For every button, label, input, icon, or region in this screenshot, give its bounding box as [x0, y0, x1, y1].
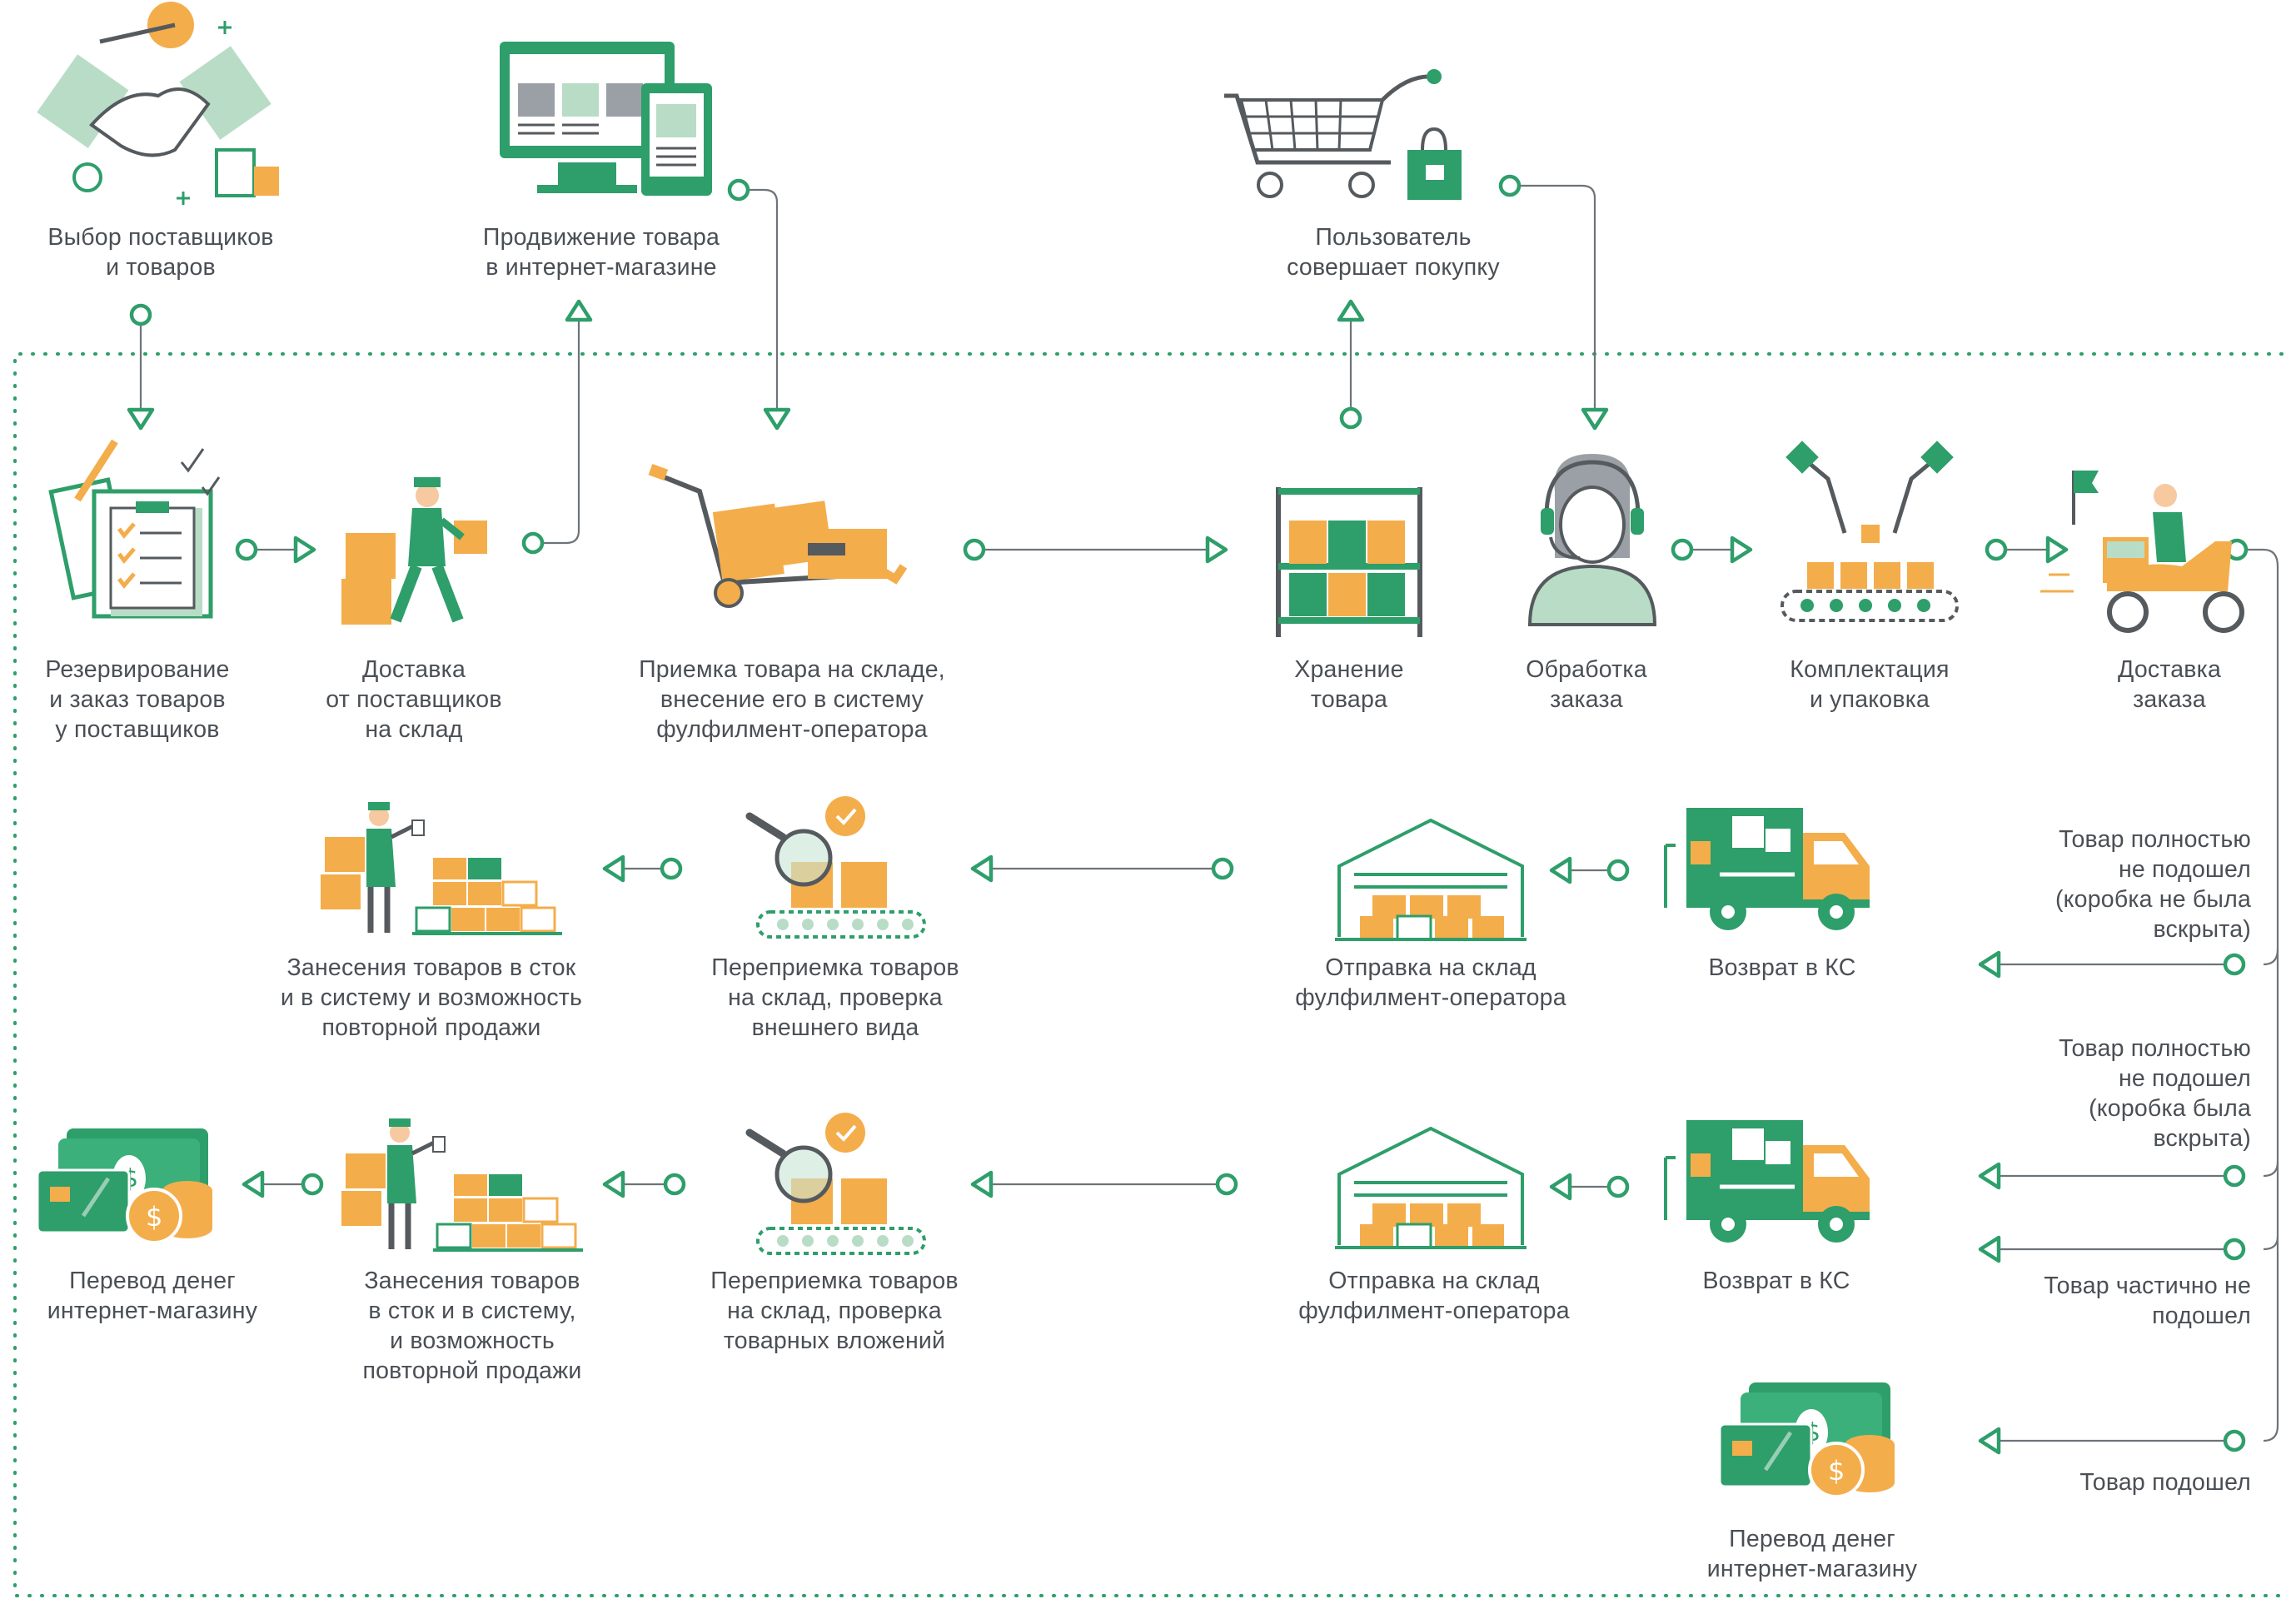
- monitor-tablet-icon: [500, 42, 712, 196]
- label-return-ks-1: Возврат в КС: [1708, 954, 1855, 981]
- return-truck-icon: [1666, 1120, 1870, 1243]
- checklist-icon: [48, 439, 221, 619]
- inspection-conveyor-icon: [750, 796, 924, 937]
- warehouse-icon: [1333, 819, 1528, 941]
- hand-truck-icon: [648, 464, 908, 608]
- worker-stock-icon: [321, 802, 562, 934]
- handshake-icon: [37, 2, 279, 205]
- scooter-icon: [2040, 471, 2244, 633]
- money-icon: [1720, 1382, 1895, 1497]
- label-outcome-fit: Товар подошел: [2079, 1469, 2251, 1496]
- packing-conveyor-icon: [1781, 441, 1959, 622]
- label-receiving: Приемка товара на складе,внесение его в …: [639, 656, 945, 743]
- return-truck-icon: [1666, 808, 1870, 930]
- shelf-icon: [1276, 487, 1422, 637]
- operator-headset-icon: [1527, 454, 1657, 626]
- courier-boxes-icon: [341, 477, 487, 625]
- money-icon: [37, 1128, 212, 1243]
- worker-stock-icon: [341, 1118, 583, 1250]
- warehouse-icon: [1333, 1127, 1528, 1249]
- shopping-cart-icon: [1224, 69, 1462, 200]
- inspection-conveyor-icon: [750, 1113, 924, 1253]
- label-return-ks-2: Возврат в КС: [1702, 1268, 1850, 1294]
